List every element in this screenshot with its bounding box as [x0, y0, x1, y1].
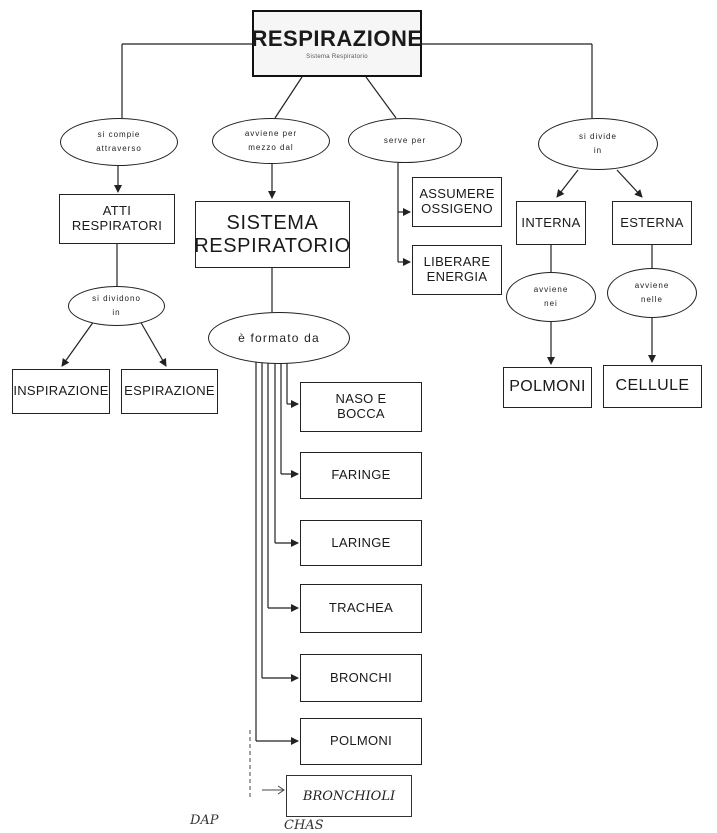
- link-avviene-per-mezzo-dal: avviene per mezzo dal: [212, 118, 330, 164]
- link-si-compie-attraverso: si compie attraverso: [60, 118, 178, 166]
- node-liberare-energia: LIBERARE ENERGIA: [412, 245, 502, 295]
- node-cellule: CELLULE: [603, 365, 702, 408]
- link-si-dividono-in: si dividono in: [68, 286, 165, 326]
- node-atti-respiratori: ATTI RESPIRATORI: [59, 194, 175, 244]
- organ-polmoni: POLMONI: [300, 718, 422, 765]
- link-e-formato-da: è formato da: [208, 312, 350, 364]
- node-interna: INTERNA: [516, 201, 586, 245]
- node-esterna: ESTERNA: [612, 201, 692, 245]
- organ-naso-e-bocca: NASO E BOCCA: [300, 382, 422, 432]
- root-caption: Sistema Respiratorio: [306, 53, 368, 60]
- link-avviene-nelle: avviene nelle: [607, 268, 697, 318]
- organ-faringe: FARINGE: [300, 452, 422, 499]
- link-avviene-nei: avviene nei: [506, 272, 596, 322]
- link-si-divide-in: si divide in: [538, 118, 658, 170]
- node-inspirazione: INSPIRAZIONE: [12, 369, 110, 414]
- handwritten-bronchioli-box: BRONCHIOLI: [286, 775, 412, 817]
- link-serve-per: serve per: [348, 118, 462, 163]
- root-concept-label: RESPIRAZIONE: [251, 26, 423, 52]
- node-sistema-respiratorio: SISTEMA RESPIRATORIO: [194, 201, 350, 268]
- handwritten-note-right: CHAS: [284, 818, 324, 833]
- organ-laringe: LARINGE: [300, 520, 422, 566]
- node-polmoni-right: POLMONI: [503, 367, 592, 408]
- handwritten-note-left: DAP: [190, 813, 219, 828]
- node-espirazione: ESPIRAZIONE: [121, 369, 218, 414]
- organ-bronchi: BRONCHI: [300, 654, 422, 702]
- root-concept-box: RESPIRAZIONE Sistema Respiratorio: [251, 10, 423, 77]
- node-assumere-ossigeno: ASSUMERE OSSIGENO: [412, 177, 502, 227]
- organ-trachea: TRACHEA: [300, 584, 422, 633]
